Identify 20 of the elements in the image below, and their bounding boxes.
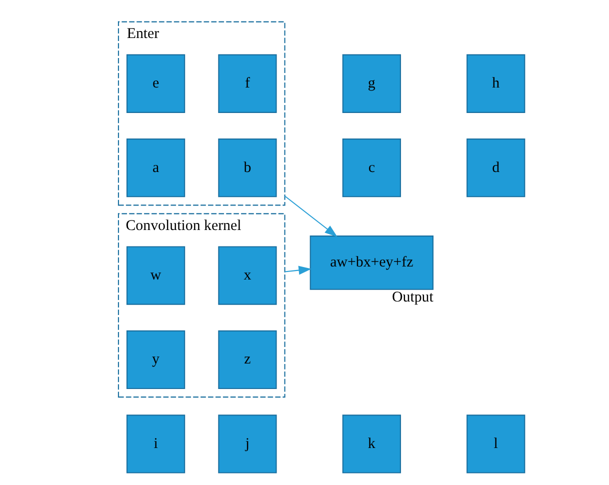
node-box: j <box>218 414 276 473</box>
node-box: w <box>126 246 185 304</box>
node-box: i <box>126 414 185 473</box>
node-box: h <box>466 54 525 112</box>
node-box: c <box>342 138 400 197</box>
node-box: d <box>466 138 525 197</box>
node-box: y <box>126 330 185 389</box>
node-box: x <box>218 246 276 304</box>
node-box: e <box>126 54 185 112</box>
node-box: z <box>218 330 276 389</box>
node-box: a <box>126 138 185 197</box>
node-label: Output <box>392 288 433 305</box>
arrow <box>284 195 337 236</box>
node-box: aw+bx+ey+fz <box>309 235 433 290</box>
node-box: f <box>218 54 276 112</box>
arrow <box>284 265 311 274</box>
node-box: g <box>342 54 400 112</box>
node-box: k <box>342 414 400 473</box>
node-box: l <box>466 414 525 473</box>
node-box: b <box>218 138 276 197</box>
